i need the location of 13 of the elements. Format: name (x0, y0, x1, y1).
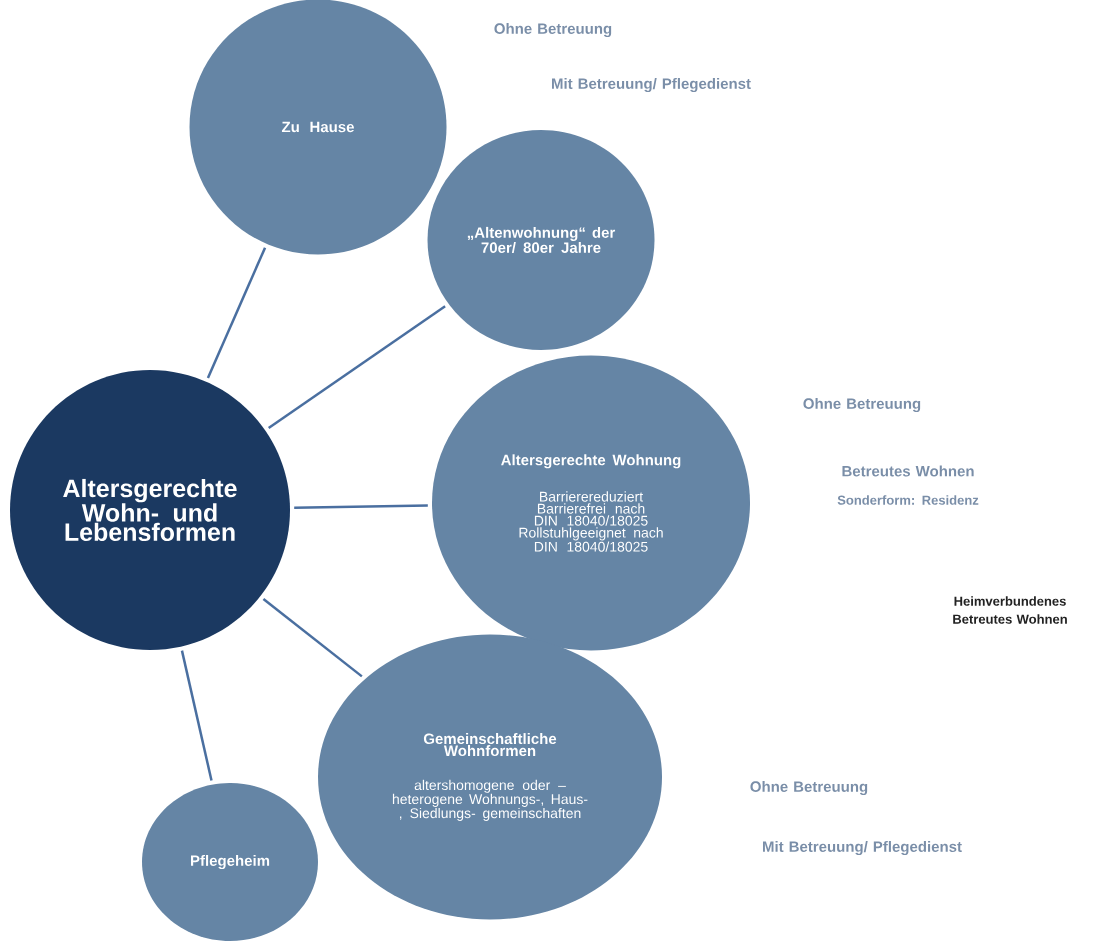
note-text: Mit Betreuung/ Pflegedienst (552, 77, 751, 92)
note-text: Ohne Betreuung (494, 22, 612, 37)
note-text: Mit Betreuung/ Pflegedienst (763, 840, 962, 856)
connector-line (262, 598, 363, 678)
connector-line (267, 305, 446, 430)
connector-line (206, 247, 267, 379)
note-text: Ohne Betreuung (803, 397, 921, 413)
note-text: Heimverbundenes Betreutes Wohnen (953, 596, 1067, 624)
connector-line (294, 504, 428, 509)
note-text: Betreutes Wohnen (842, 465, 974, 477)
note-text: Sonderform: Residenz (837, 495, 979, 505)
connector-line (180, 650, 213, 781)
note-text: Ohne Betreuung (750, 780, 868, 796)
